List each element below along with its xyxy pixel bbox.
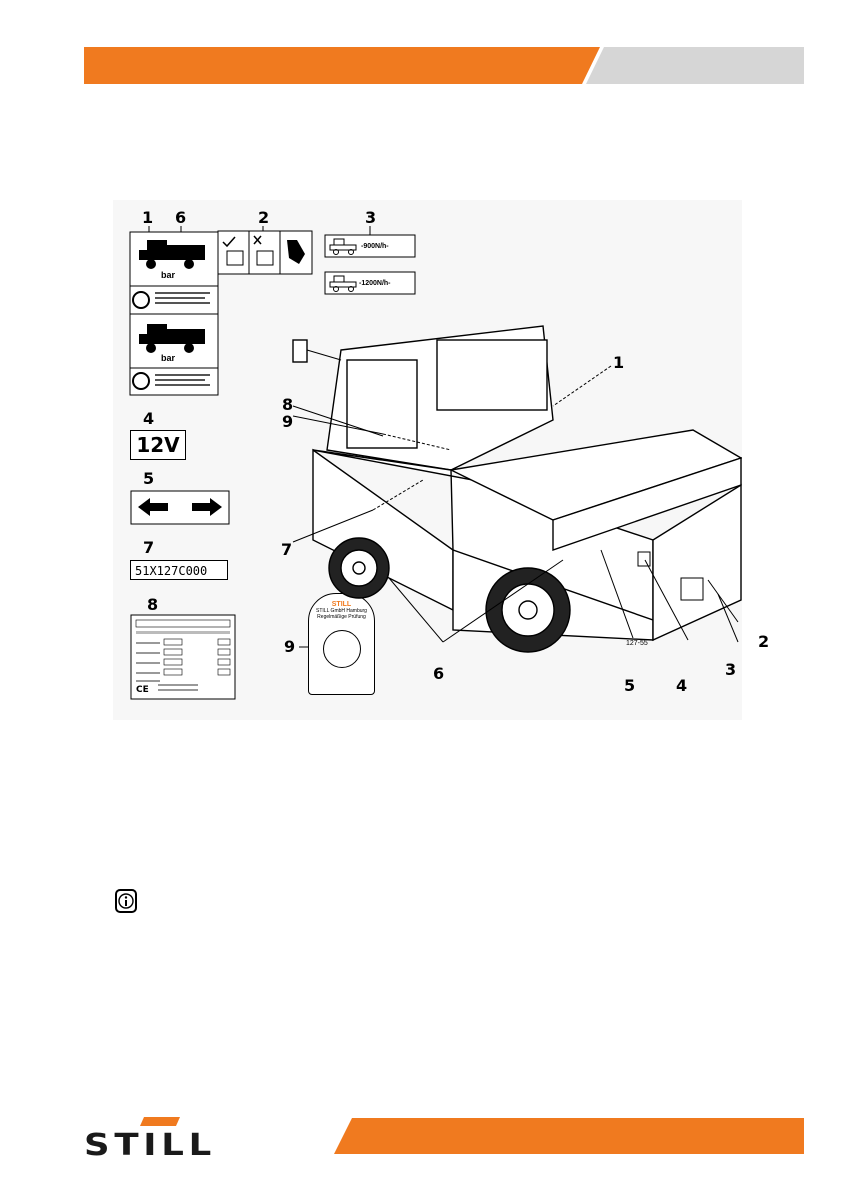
direction-arrows-decal [130, 490, 230, 526]
truck-callout-3: 3 [725, 662, 736, 678]
voltage-decal: 12V [130, 430, 186, 460]
decal-bar-bottom: bar [161, 353, 175, 363]
coupling-decal [217, 226, 313, 276]
callout-1: 1 [142, 210, 153, 226]
truck-callout-7: 7 [281, 542, 292, 558]
callout-3: 3 [365, 210, 376, 226]
tire-pressure-decal [129, 226, 219, 396]
truck-callout-9: 9 [282, 414, 293, 430]
callout-8: 8 [147, 597, 158, 613]
truck-callout-4: 4 [676, 678, 687, 694]
truck-callout-1: 1 [613, 355, 624, 371]
pull-1200-text: -1200N/h- [359, 280, 391, 287]
footer-band [334, 1118, 804, 1154]
svg-text:CE: CE [136, 685, 149, 695]
truck-callout-2: 2 [758, 634, 769, 650]
tow-tractor-drawing [263, 310, 742, 720]
truck-callout-5: 5 [624, 678, 635, 694]
callout-7: 7 [143, 540, 154, 556]
callout-4: 4 [143, 411, 154, 427]
callout-5: 5 [143, 471, 154, 487]
nameplate-decal: CE [130, 614, 236, 700]
truck-callout-8: 8 [282, 397, 293, 413]
callout-6: 6 [175, 210, 186, 226]
truck-callout-6: 6 [433, 666, 444, 682]
still-logo: STILL [84, 1117, 218, 1157]
info-icon [115, 889, 137, 913]
pull-900-text: -900N/h- [361, 243, 389, 250]
drawing-number: 127-55 [626, 640, 648, 647]
decal-bar-top: bar [161, 270, 175, 280]
callout-2: 2 [258, 210, 269, 226]
logo-text: STILL [84, 1128, 216, 1157]
decal-locations-figure: 1 6 bar bar 2 3 -900N/ [113, 200, 742, 720]
serial-number-decal: 51X127C000 [130, 560, 228, 580]
header-band [84, 47, 804, 84]
